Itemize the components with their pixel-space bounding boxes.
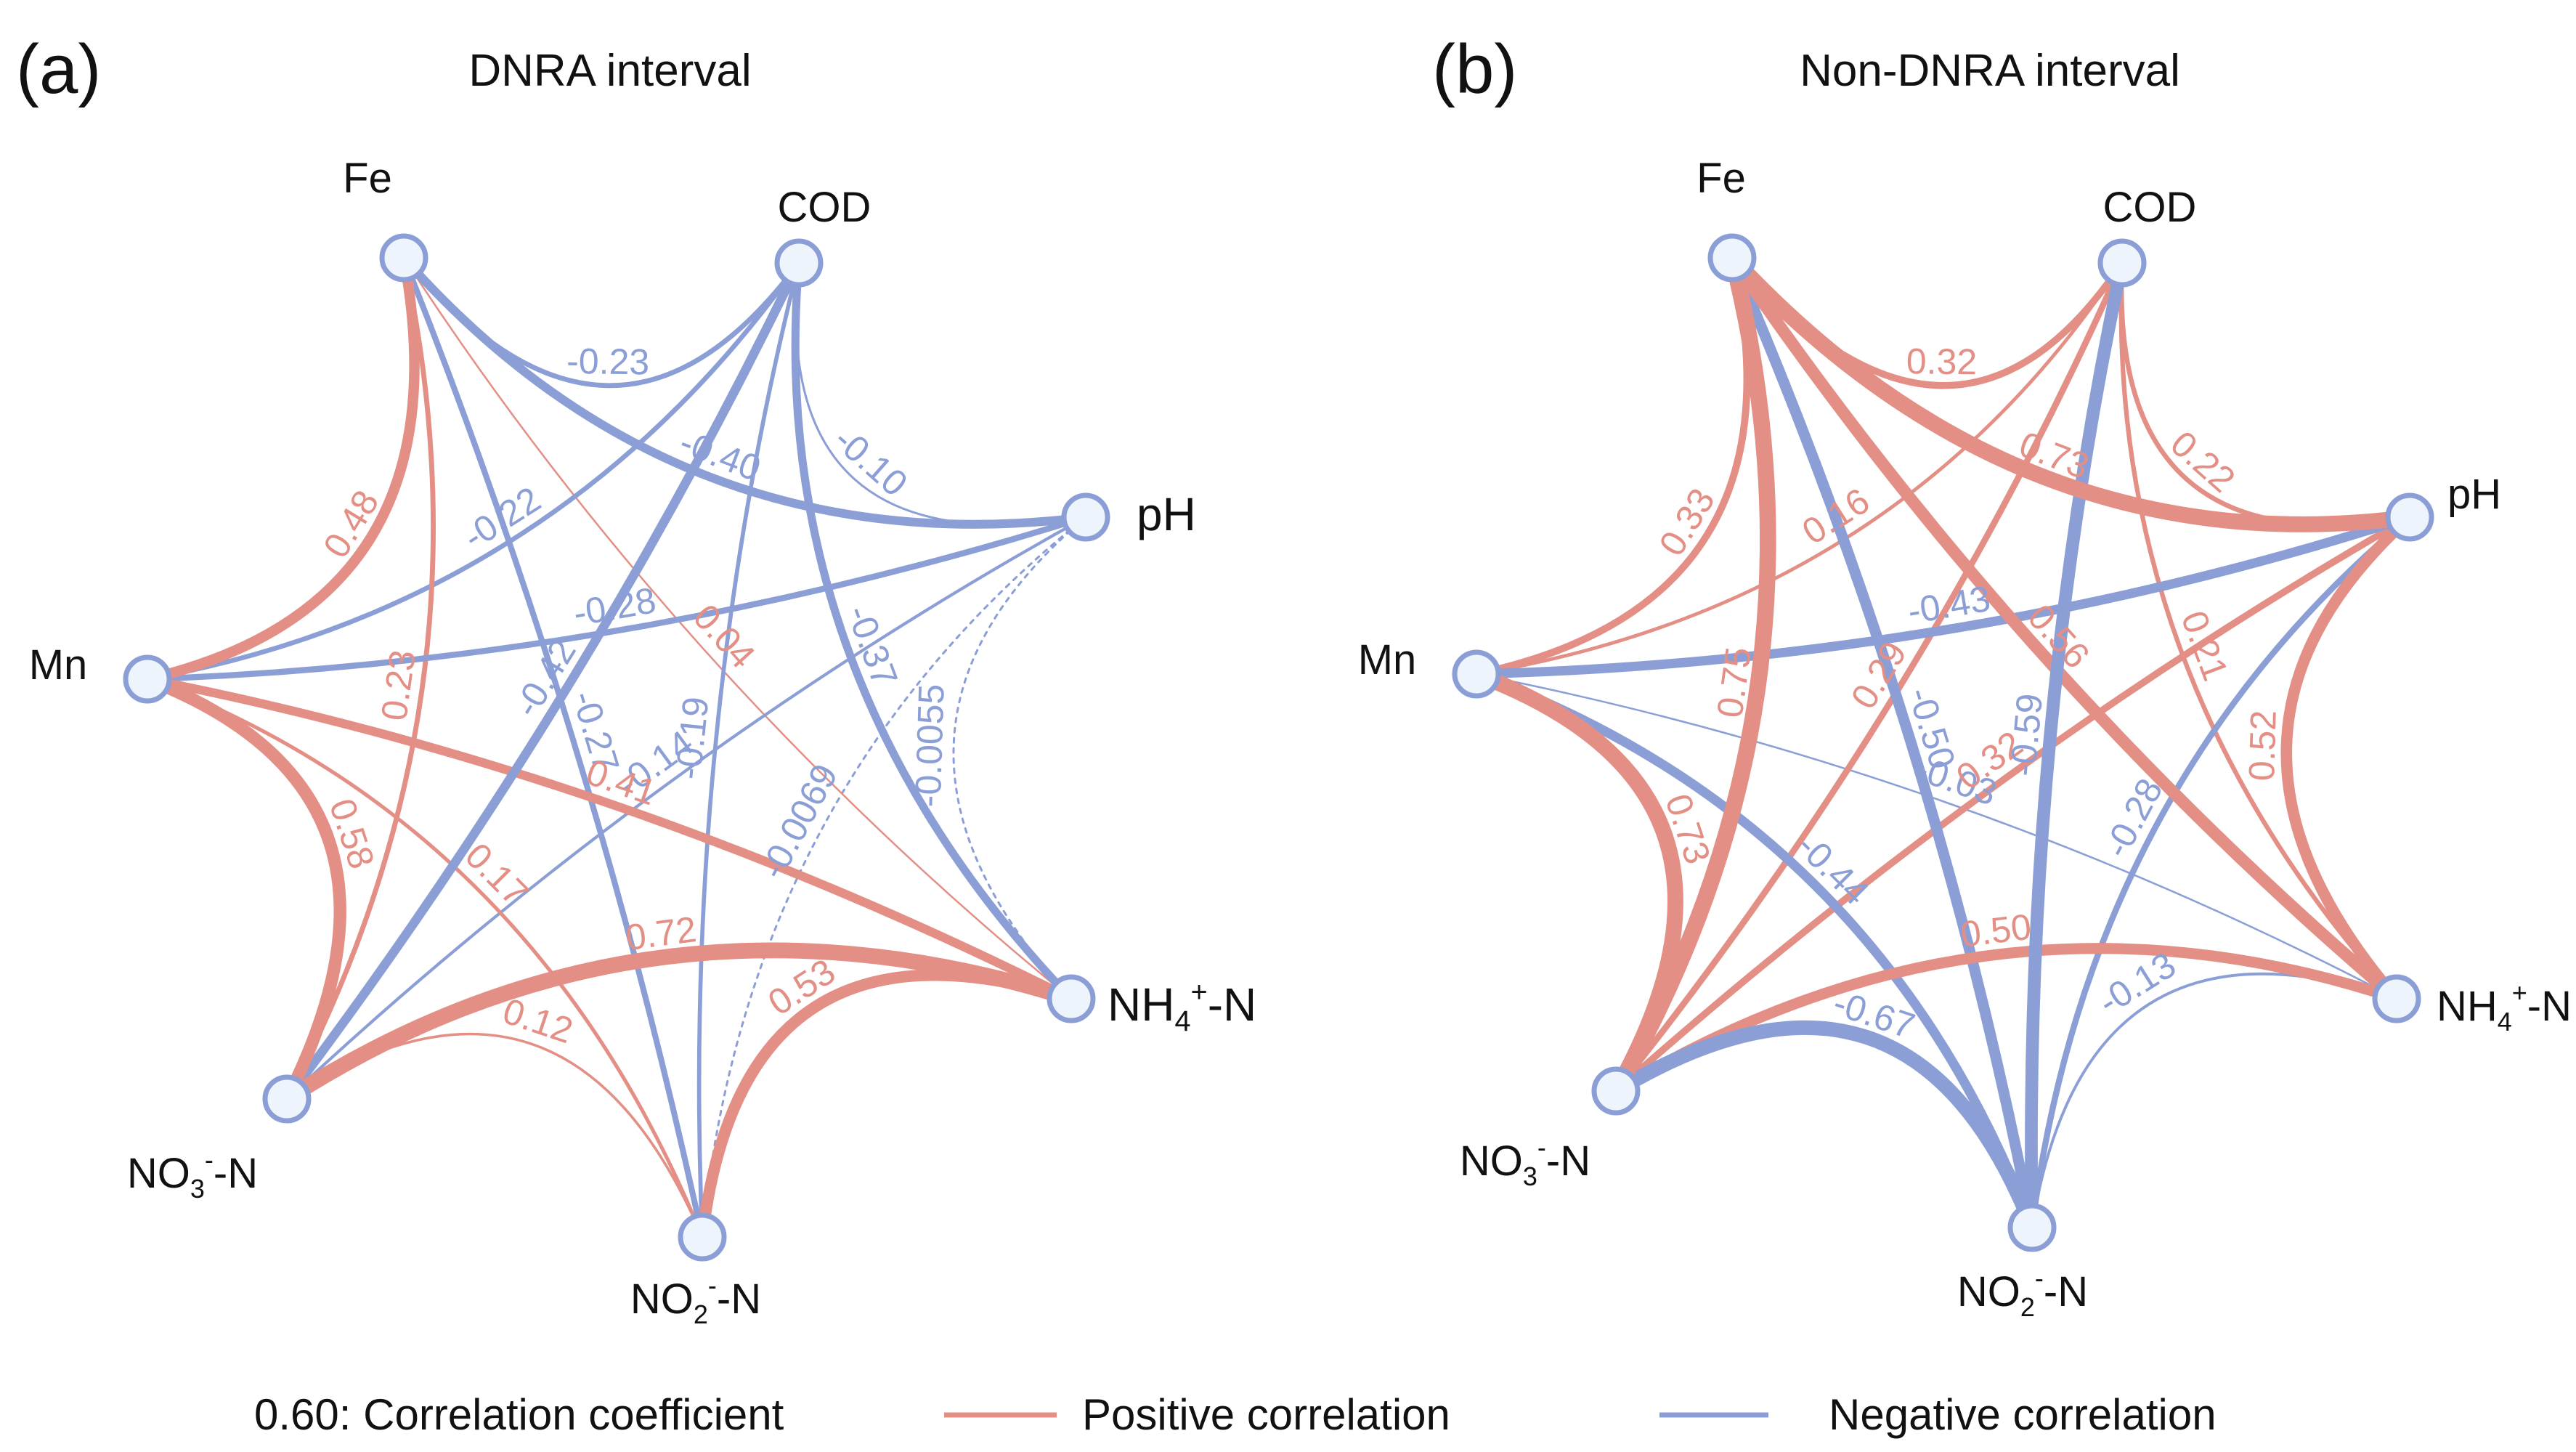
node-label-no3-n: NO3--N: [1460, 1132, 1590, 1191]
edge-fe-nh4plus-n: [402, 256, 1073, 1000]
edge-mn-no2-n: [145, 677, 704, 1239]
node-fe: [379, 233, 428, 283]
node-label-no2-n: NO2--N: [1957, 1263, 2088, 1322]
panel-b-title: Non-DNRA interval: [1800, 46, 2180, 96]
edge-fe-no3-n: [1607, 249, 1776, 1100]
edge-ph-no2-n: [701, 516, 1087, 1238]
node-label-cod: COD: [2103, 184, 2197, 231]
node-ph: [2385, 492, 2434, 542]
node-fe: [1707, 233, 1757, 283]
node-no3-n: [1591, 1066, 1641, 1116]
edge-no3-n-no2-n: [1608, 1020, 2040, 1236]
edge-cod-nh4plus-n: [791, 259, 1076, 1003]
edge-fe-ph: [399, 254, 1090, 529]
panel-b-nodes: [1452, 233, 2434, 1252]
edge-mn-ph: [144, 514, 1089, 683]
coef-label-no3-n-nh4plus-n: 0.72: [623, 909, 699, 958]
node-no2-n: [2007, 1203, 2057, 1252]
edge-mn-no3-n: [141, 673, 346, 1106]
panel-a-nodes: [123, 233, 1110, 1262]
node-label-ph: pH: [1137, 488, 1196, 540]
node-label-fe: Fe: [1697, 155, 1746, 202]
coef-label-fe-cod: -0.23: [566, 341, 650, 382]
node-nh4plus-n: [1047, 974, 1096, 1023]
panel-a-title: DNRA interval: [468, 46, 751, 96]
edge-ph-nh4plus-n: [2280, 511, 2415, 1005]
legend-coefficient-text: 0.60: Correlation coefficient: [254, 1390, 784, 1439]
edge-fe-mn: [142, 252, 420, 685]
edge-no3-n-nh4plus-n: [279, 942, 1079, 1107]
edge-mn-ph: [1471, 512, 2415, 679]
coef-label-cod-no2-n: -0.59: [2002, 691, 2050, 778]
legend-negative-text: Negative correlation: [1829, 1390, 2217, 1439]
edge-fe-no2-n: [400, 254, 706, 1241]
node-nh4plus-n: [2372, 974, 2421, 1023]
edge-cod-no2-n: [696, 261, 801, 1239]
node-cod: [774, 238, 824, 288]
coef-label-ph-nh4plus-n: 0.52: [2241, 710, 2284, 782]
node-no3-n: [262, 1074, 312, 1124]
edge-no3-n-nh4plus-n: [1610, 943, 2402, 1097]
edge-fe-nh4plus-n: [1726, 251, 2403, 1005]
node-label-nh4plus-n: NH4+-N: [1108, 976, 1256, 1037]
node-label-ph: pH: [2447, 471, 2501, 518]
edge-ph-nh4plus-n: [952, 516, 1087, 1000]
node-ph: [1061, 492, 1110, 542]
node-label-no2-n: NO2--N: [630, 1270, 761, 1329]
edge-fe-ph: [1724, 250, 2418, 532]
node-label-nh4plus-n: NH4+-N: [2437, 978, 2572, 1037]
edge-ph-no3-n: [285, 515, 1088, 1101]
node-label-mn: Mn: [1358, 636, 1417, 684]
panel-a-edges: [141, 252, 1090, 1243]
edge-fe-no3-n: [284, 255, 436, 1102]
edge-ph-no3-n: [1612, 514, 2413, 1095]
coef-label-fe-no3-n: 0.75: [1709, 644, 1759, 720]
node-mn: [1452, 649, 1501, 699]
coef-label-no3-n-nh4plus-n: 0.50: [1959, 907, 2033, 955]
edge-cod-mn: [145, 260, 802, 682]
edge-ph-no2-n: [2028, 514, 2413, 1231]
node-label-mn: Mn: [29, 641, 88, 689]
edge-fe-no2-n: [1726, 252, 2038, 1233]
node-label-fe: Fe: [343, 155, 392, 202]
node-label-no3-n: NO3--N: [127, 1145, 258, 1204]
panel-b-letter: (b): [1432, 31, 1517, 108]
coef-label-cod-no2-n: -0.19: [667, 695, 716, 782]
edge-cod-mn: [1474, 261, 2124, 676]
coef-label-fe-no3-n: 0.23: [373, 647, 423, 723]
edge-mn-nh4plus-n: [1475, 673, 2398, 1000]
edge-mn-nh4plus-n: [142, 674, 1076, 1004]
edge-cod-no3-n: [282, 258, 804, 1104]
coef-label-fe-cod: 0.32: [1906, 341, 1978, 382]
panel-b-edges: [1468, 249, 2418, 1236]
edge-mn-no2-n: [1471, 669, 2037, 1233]
coef-label-ph-nh4plus-n: -0.0055: [908, 684, 952, 808]
legend-positive-text: Positive correlation: [1082, 1390, 1450, 1439]
legend: 0.60: Correlation coefficient Positive c…: [254, 1390, 2217, 1439]
edge-cod-no2-n: [2025, 256, 2129, 1234]
node-mn: [123, 654, 172, 704]
node-label-cod: COD: [778, 184, 871, 231]
node-no2-n: [678, 1212, 727, 1262]
node-cod: [2097, 238, 2147, 288]
panel-a-letter: (a): [16, 31, 101, 108]
